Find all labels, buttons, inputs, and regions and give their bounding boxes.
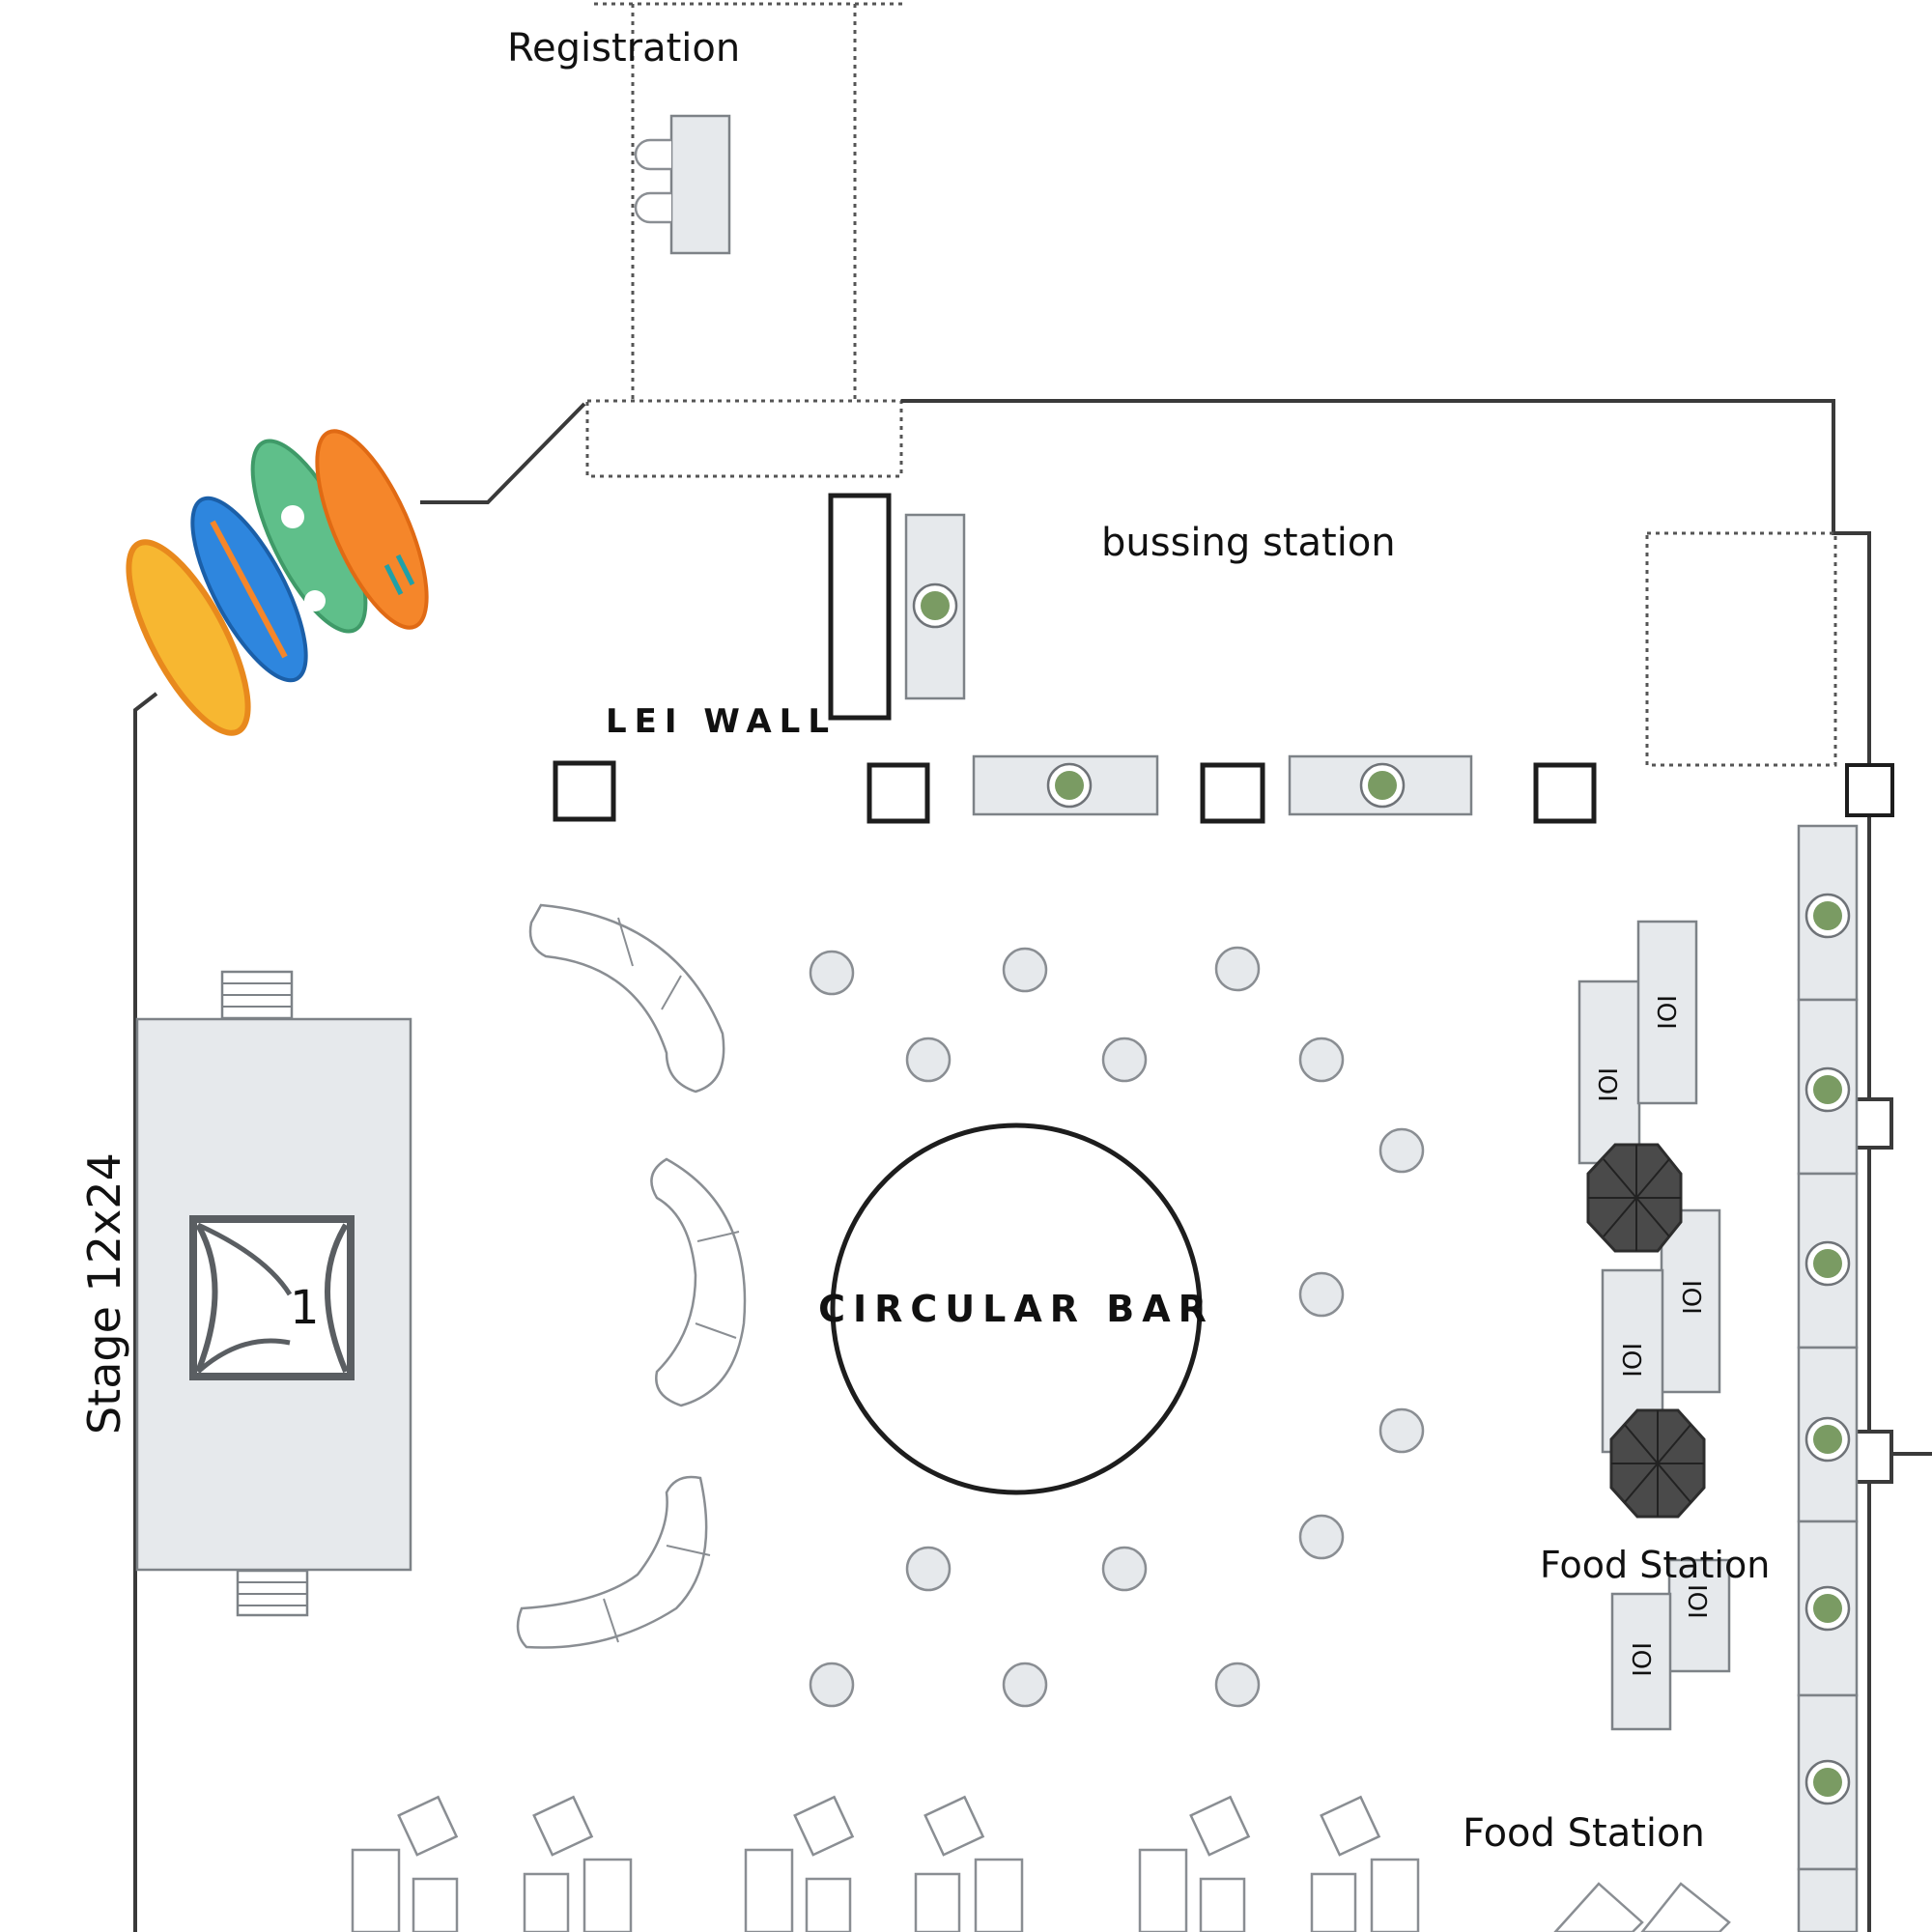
pillars: [553, 760, 1894, 1484]
food-station-label: Food Station: [1463, 1811, 1705, 1856]
walls: [133, 399, 1932, 1932]
circular-bar-label: CIRCULAR BAR: [818, 1288, 1214, 1330]
chafing-dish-icon: [1577, 980, 1641, 1165]
lounge-chair-icon: [351, 1795, 459, 1932]
bar-stools: [809, 946, 1425, 1708]
lounge-chair-icon: [1310, 1795, 1420, 1932]
svg-text:IOI: IOI: [1682, 1584, 1711, 1619]
registration-label: Registration: [507, 26, 740, 71]
bussing-area: [1645, 531, 1837, 767]
registration-chair: [634, 191, 671, 224]
right-planter-strip: [1797, 824, 1859, 1932]
lei-wall-label: LEI WALL: [606, 702, 837, 741]
chafing-dish-icon: [1636, 920, 1698, 1105]
plant-icon: [912, 582, 958, 629]
chafing-dish-icon: [1660, 1208, 1721, 1394]
lei-wall: [828, 493, 892, 721]
food-station-tables: IOI IOI IOI IOI IOI IOI: [1577, 920, 1731, 1731]
lounge-chair-icon: [1138, 1795, 1251, 1932]
svg-text:IOI: IOI: [1592, 1067, 1621, 1102]
chafing-dish-icon: [1610, 1592, 1672, 1731]
surfboards-icon: [126, 429, 429, 736]
umbrella-icon: [1586, 1143, 1683, 1253]
svg-text:IOI: IOI: [1616, 1343, 1645, 1378]
curved-sofas: [516, 903, 747, 1649]
registration-table: [669, 114, 731, 255]
lounge-chair-icon: [744, 1795, 855, 1932]
stage-logo-number: 1: [290, 1281, 320, 1335]
bussing-station-label: bussing station: [1101, 521, 1396, 565]
registration-chair: [634, 138, 671, 171]
stage-label: Stage 12x24: [78, 1152, 130, 1435]
svg-text:IOI: IOI: [1651, 995, 1680, 1030]
food-station-label: Food Station: [1540, 1544, 1770, 1586]
registration-area: Registration: [507, 2, 903, 478]
svg-text:IOI: IOI: [1676, 1280, 1705, 1315]
planter-tables: [972, 754, 1473, 816]
food-station-table: [1640, 1882, 1731, 1932]
lounge-seating: [351, 1795, 1731, 1932]
circular-bar: [830, 1122, 1203, 1495]
lounge-chair-icon: [914, 1795, 1024, 1932]
umbrella-icon: [1609, 1408, 1706, 1519]
stage: 1 Stage 12x24: [78, 970, 412, 1617]
svg-text:IOI: IOI: [1626, 1642, 1655, 1677]
stage-curtain-icon: 1: [189, 1215, 355, 1380]
food-station-table: [1553, 1882, 1644, 1932]
lounge-chair-icon: [523, 1795, 633, 1932]
